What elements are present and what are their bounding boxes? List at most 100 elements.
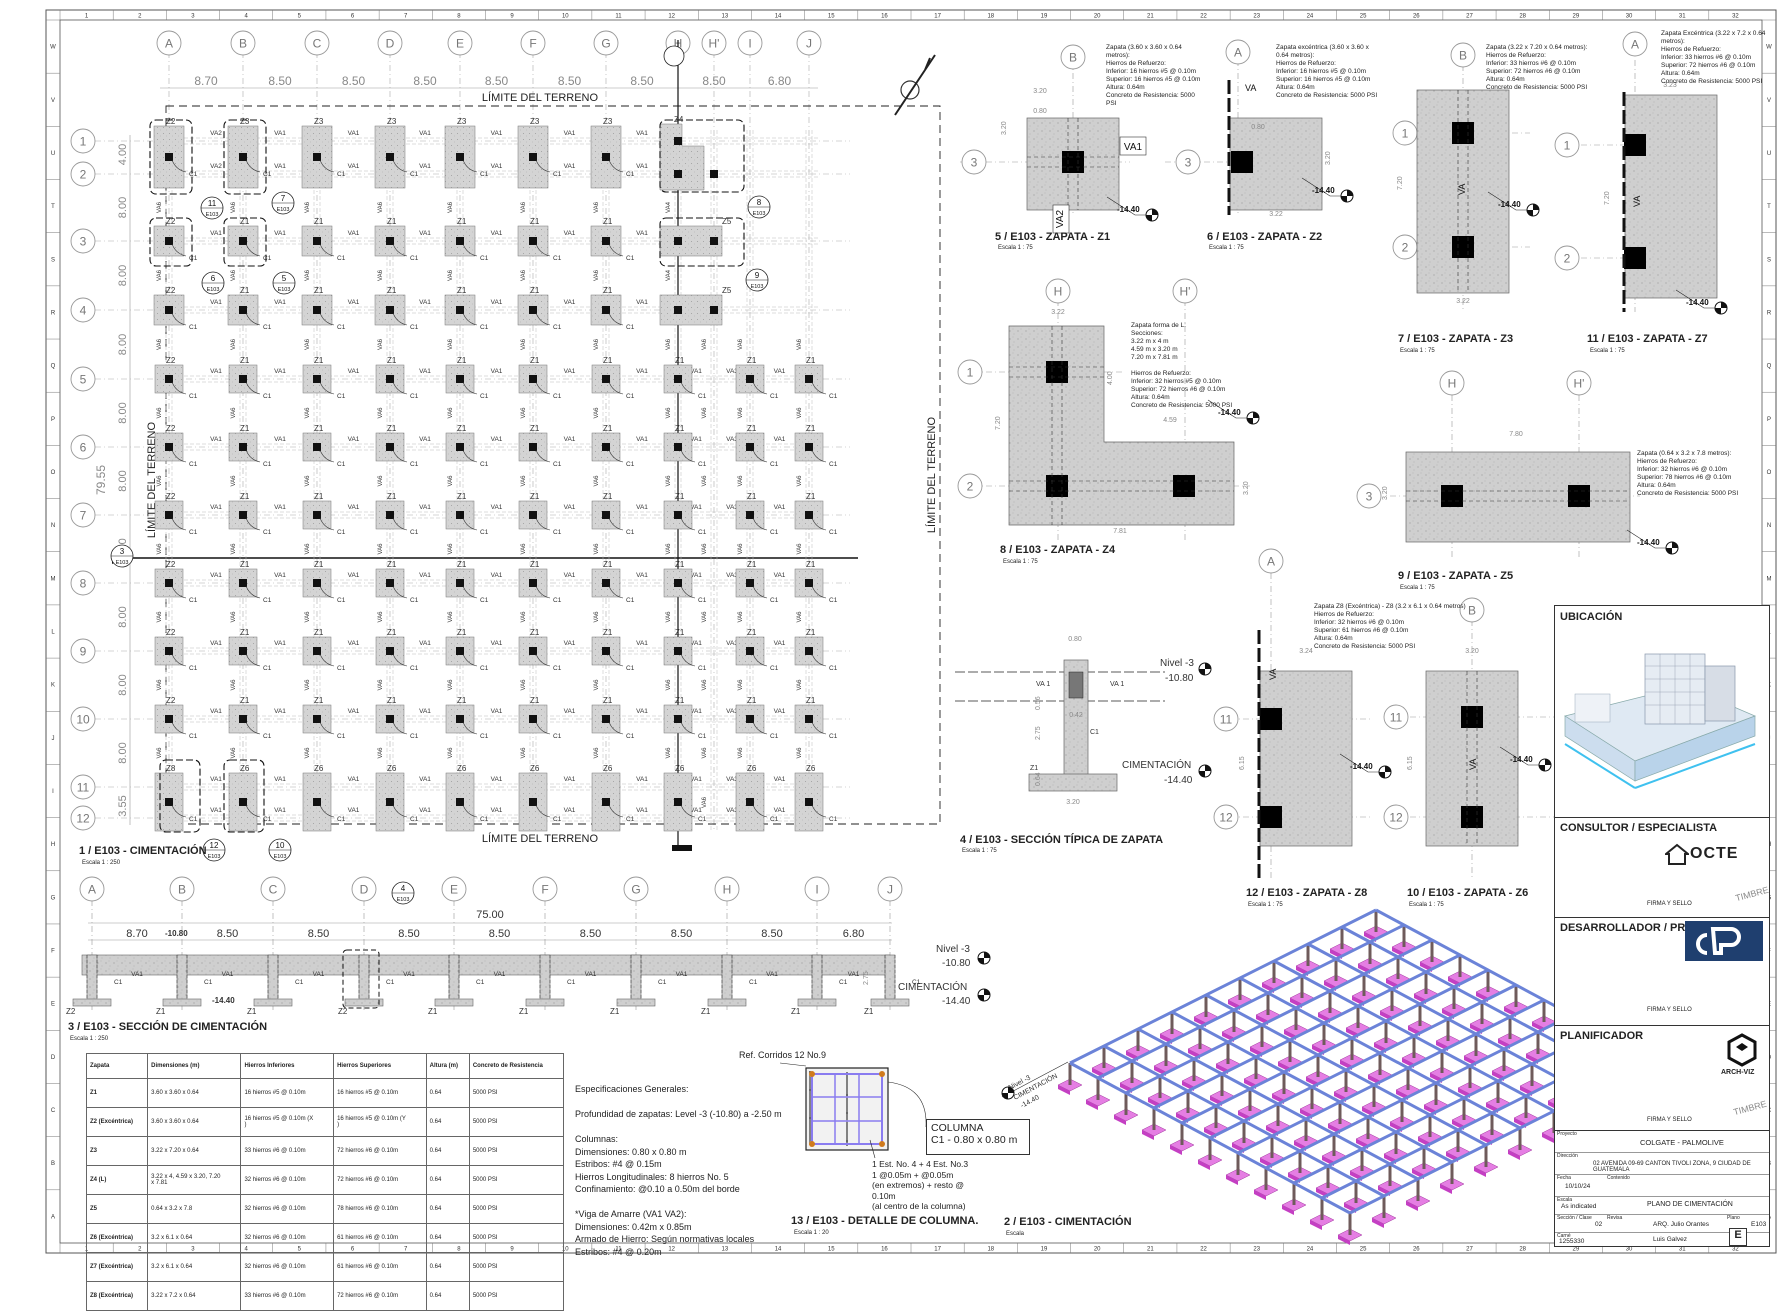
beam-label: VA3 [726,368,738,375]
grid-col-bubble-label: B [239,37,247,51]
beam-label: VA1 [419,776,431,783]
beam-label: VA1 [564,368,576,375]
z7-dim-h: 7.20 [1604,191,1611,205]
detail-axis-bubble [1622,31,1648,57]
beam-label: VA1 [274,163,286,170]
footing-tag: Z6 [530,764,540,773]
grid-col-bubble [737,30,763,56]
grid-row-bubble-label: 12 [76,812,90,826]
footing-tag: Z1 [603,628,613,637]
column-leader [392,517,408,531]
typical-beam-left: VA 1 [1036,681,1050,688]
ruler-row-left: N [51,523,55,529]
footing-tag: Z2 [166,424,176,433]
section-level1-label: Nivel -3 [936,944,970,955]
column-tag: C1 [337,816,346,823]
beam-label-v: VA6 [521,269,527,281]
z8-level: -14.40 [1350,762,1373,771]
footing-tag: Z1 [457,217,467,226]
aggregate-dot [809,1081,811,1083]
column-leader [392,159,408,173]
beam-label: VA1 [491,299,503,306]
aggregate-dot [846,1140,848,1142]
grid-col-bubble-label: E [456,37,464,51]
grid-col-bubble-label: I [748,37,751,51]
table-cell: 72 hierros #6 @ 0.10m [333,1165,427,1195]
column-leader [171,585,187,599]
column-mark [529,715,537,723]
beam-label-v: VA6 [231,611,237,623]
aggregate-dot [846,1124,848,1126]
footing-tag: Z2 [166,356,176,365]
footing-tag: Z1 [387,217,397,226]
beam-label-v: VA6 [378,543,384,555]
beam-label: VA1 [348,130,360,137]
ruler-row-left: C [51,1108,56,1114]
footing-tag: Z3 [240,117,250,126]
footing-tag: Z1 [314,560,324,569]
grid-row-bubble [70,706,96,732]
aggregate-dot [846,1116,848,1118]
aggregate-dot [809,1101,811,1103]
footing-tag: Z1 [314,217,324,226]
beam-label-v: VA6 [231,679,237,691]
grid-col-bubble-label: G [601,37,610,51]
section-beam-tag: VA1 [222,971,234,978]
column-leader [392,449,408,463]
grid-row-bubble-label: 7 [80,509,87,523]
iso-beam [1125,938,1433,1095]
typical-dim-b: 2.75 [1035,726,1042,740]
column-tag: C1 [553,665,562,672]
ruler-col-bottom: 10 [562,1247,569,1253]
aggregate-dot [846,1122,848,1124]
z6-title: 10 / E103 - ZAPATA - Z6 [1407,887,1529,899]
ruler-col-top: 2 [138,14,142,20]
footing-tag: Z1 [240,492,250,501]
ruler-col-top: 26 [1413,14,1420,20]
column-tag: C1 [480,461,489,468]
column-mark [386,443,394,451]
z7-level-mark-fill [1715,302,1727,314]
column-label-box: COLUMNA C1 - 0.80 x 0.80 m [926,1119,1030,1155]
section-level1-mark-fill [978,952,990,964]
beam-label-v: VA6 [448,747,454,759]
column-mark [165,511,173,519]
beam-label: VA1 [774,504,786,511]
column-leader [608,312,624,326]
footing-tag: Z1 [747,696,757,705]
beam-label: VA3 [726,807,738,814]
ruler-col-bottom: 30 [1626,1247,1633,1253]
row-dim: 8.00 [117,674,129,695]
grid-row-bubble-label: 11 [77,781,90,795]
proyecto-label: Proyecto [1557,1131,1577,1137]
column-leader [462,653,478,667]
column-leader [319,243,335,257]
beam-label: VA1 [564,299,576,306]
beam-label: VA1 [564,130,576,137]
detail-axis-bubble [961,149,987,175]
z4-dim-h: 7.20 [995,416,1002,430]
aggregate-dot [846,1098,848,1100]
detail-callout-5-num: 5 [282,274,287,283]
section-beam-tag: VA1 [585,971,597,978]
total-dim: 79.55 [94,465,108,495]
beam-label: VA1 [348,299,360,306]
beam-label-v: VA6 [666,338,672,350]
desarrollador-firma: FIRMA Y SELLO [1647,1007,1692,1013]
ruler-row-left: M [51,576,56,582]
section-detail-callout-ref: E103 [397,897,410,903]
z8-tag1: VA [1268,669,1278,680]
footing-tag: Z1 [314,628,324,637]
typical-dim-w: 3.20 [1066,799,1080,806]
column-tag: C1 [189,171,198,178]
footing-tag: Z1 [806,560,816,569]
aggregate-dot [846,1104,848,1106]
footing-tag: Z1 [314,492,324,501]
column-tag: C1 [263,816,272,823]
beam-label: VA1 [690,776,702,783]
column-tag: C1 [263,393,272,400]
section-axis-bubble-label: H [723,883,732,897]
north-arrow-needle [894,54,936,116]
